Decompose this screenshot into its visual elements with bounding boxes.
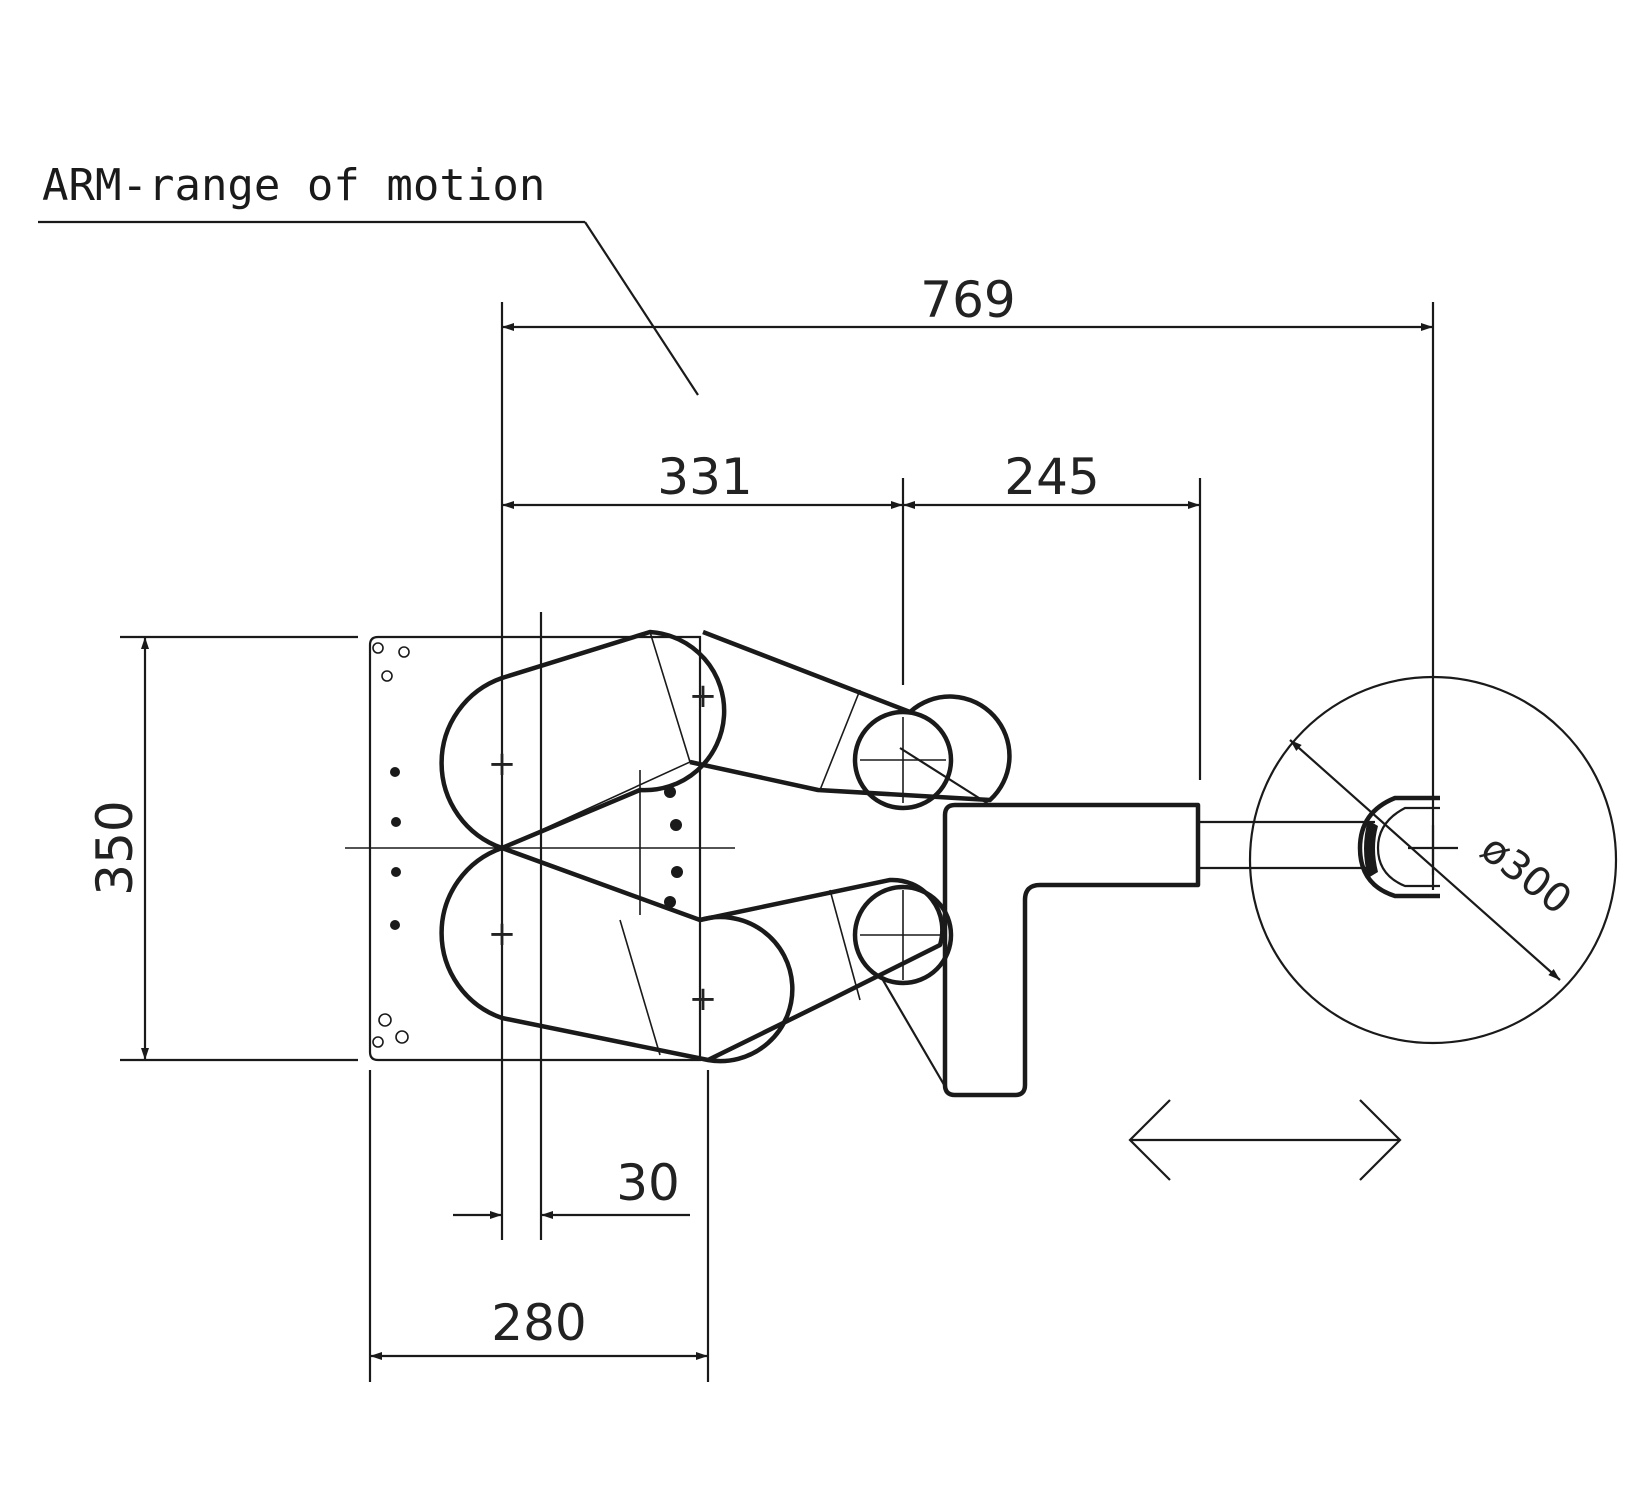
svg-text:+: + xyxy=(488,744,517,784)
dim-label-offset: 30 xyxy=(616,1154,680,1212)
title-leader-line xyxy=(584,221,699,396)
dim-label-overall-reach: 769 xyxy=(920,271,1015,329)
dim-line-tool-diameter xyxy=(1289,739,1561,981)
robot-base xyxy=(345,635,735,1062)
dim-label-tool-diameter: ø300 xyxy=(1472,826,1580,924)
wrist-block xyxy=(899,747,1201,1098)
lower-first-arm-link: + + xyxy=(439,845,795,1064)
dim-label-base-height: 350 xyxy=(86,800,144,895)
svg-text:+: + xyxy=(689,676,718,716)
svg-text:+: + xyxy=(689,979,718,1019)
drawing-title: ARM-range of motion xyxy=(42,160,545,211)
dim-label-base-width: 280 xyxy=(491,1294,586,1352)
lower-second-arm-link xyxy=(699,877,954,1096)
tool-shaft xyxy=(1198,820,1375,870)
motion-direction-arrow xyxy=(1128,1099,1402,1181)
gripper xyxy=(1357,795,1458,899)
upper-second-arm-link xyxy=(689,629,1012,811)
dim-label-first-arm: 331 xyxy=(657,448,752,506)
svg-text:+: + xyxy=(488,914,517,954)
upper-first-arm-link: + + xyxy=(439,629,727,851)
dim-label-second-arm: 245 xyxy=(1004,448,1099,506)
